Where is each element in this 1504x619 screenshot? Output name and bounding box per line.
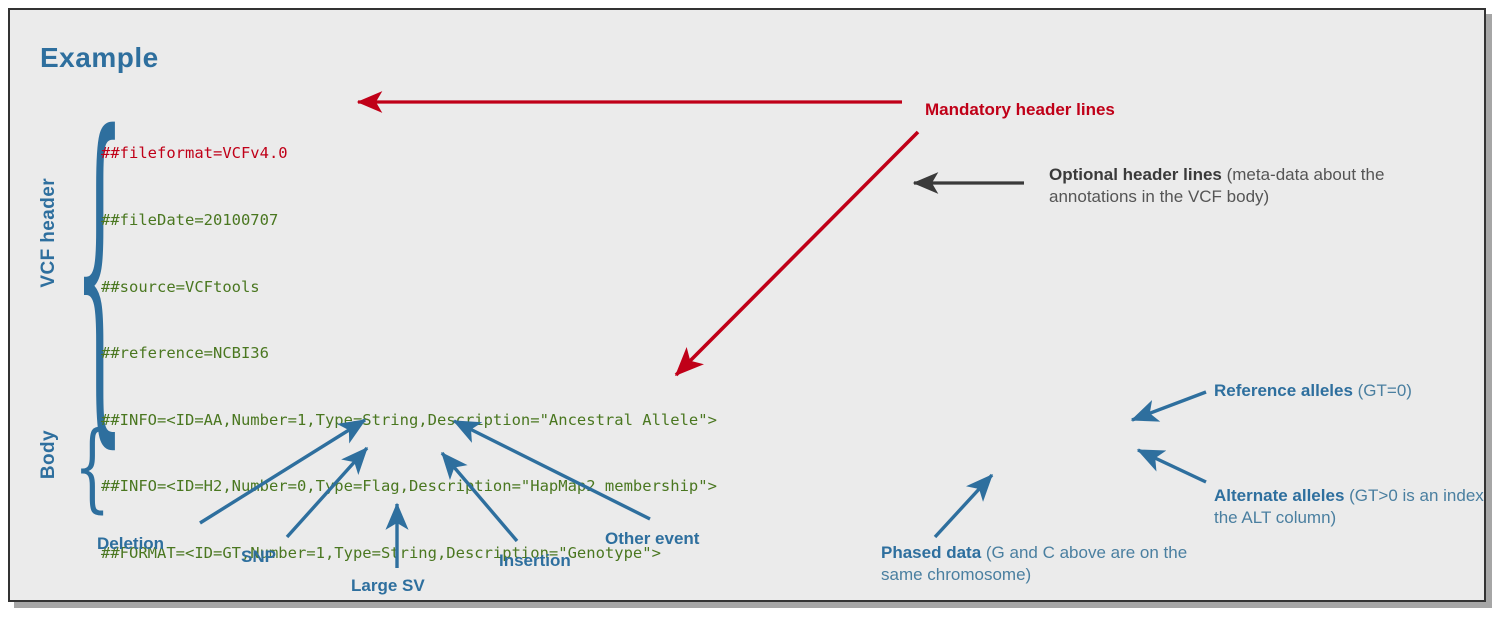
- arrow-reference-alleles: [1130, 390, 1207, 422]
- annotation-alternate-alleles: Alternate alleles (GT>0 is an index to t…: [1214, 485, 1484, 529]
- body-brace: {: [74, 412, 111, 524]
- code-line: ##INFO=<ID=H2,Number=0,Type=Flag,Descrip…: [101, 477, 717, 496]
- annotation-deletion: Deletion: [97, 533, 164, 555]
- arrow-alternate-alleles: [1136, 448, 1207, 484]
- annotation-rest: (G and C above are on the same chromosom…: [881, 543, 1188, 584]
- annotation-bold: Reference alleles: [1214, 381, 1353, 400]
- annotation-bold: Deletion: [97, 534, 165, 553]
- page-title: Example: [40, 42, 159, 73]
- annotation-optional-header: Optional header lines (meta-data about t…: [1049, 164, 1469, 208]
- annotation-insertion: Insertion: [499, 550, 571, 572]
- code-line: ##source=VCFtools: [101, 277, 260, 296]
- annotation-mandatory-header: Mandatory header lines: [925, 99, 1115, 121]
- body-label: Body: [38, 430, 59, 480]
- annotation-rest: (GT>0 is an index to the ALT column): [1214, 486, 1484, 527]
- annotation-rest: (meta-data about the annotations in the …: [1049, 165, 1385, 206]
- vcf-code-block: ##fileformat=VCFv4.0 ##fileDate=20100707…: [101, 98, 1025, 600]
- code-line: ##FORMAT=<ID=GT,Number=1,Type=String,Des…: [101, 543, 661, 562]
- code-line: ##fileDate=20100707: [101, 211, 279, 229]
- annotation-reference-alleles: Reference alleles (GT=0): [1214, 380, 1484, 402]
- annotation-bold: SNP: [241, 547, 276, 566]
- annotation-bold: Optional header lines: [1049, 165, 1222, 184]
- code-line: ##INFO=<ID=AA,Number=1,Type=String,Descr…: [101, 410, 717, 429]
- annotation-bold: Mandatory header lines: [925, 100, 1115, 119]
- annotation-bold: Large SV: [351, 576, 425, 595]
- annotation-bold: Insertion: [499, 551, 571, 570]
- annotation-bold: Alternate alleles: [1214, 486, 1345, 505]
- annotation-rest: (GT=0): [1352, 381, 1412, 400]
- annotation-snp: SNP: [241, 546, 276, 568]
- annotation-large-sv: Large SV: [351, 575, 425, 597]
- example-panel: Example { { VCF header Body ##fileformat…: [8, 8, 1486, 602]
- code-line: ##reference=NCBI36: [101, 344, 269, 363]
- code-line: ##fileformat=VCFv4.0: [101, 144, 288, 163]
- annotation-phased-data: Phased data (G and C above are on the sa…: [881, 542, 1211, 586]
- annotation-bold: Phased data: [881, 543, 982, 562]
- annotation-other-event: Other event: [605, 528, 699, 550]
- vcf-header-brace: {: [74, 62, 125, 477]
- vcf-header-label: VCF header: [38, 178, 59, 288]
- annotation-bold: Other event: [605, 529, 700, 548]
